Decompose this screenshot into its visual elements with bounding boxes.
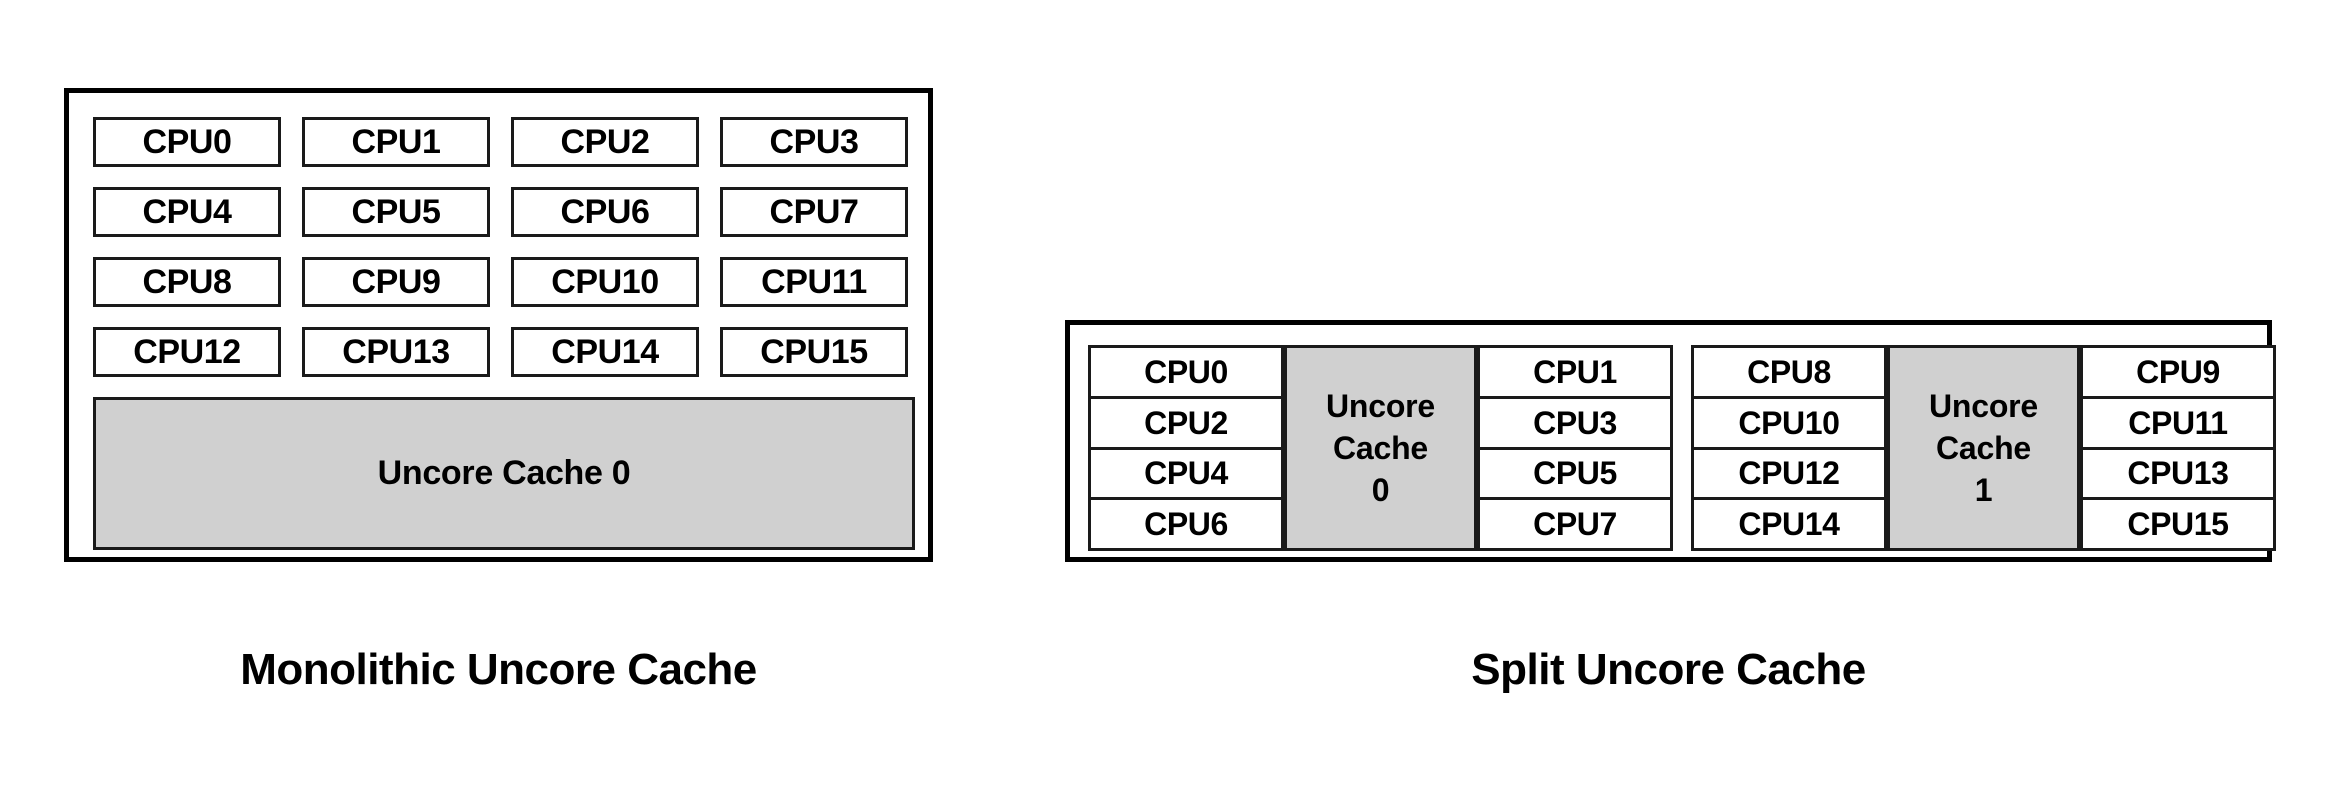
uncore-cache-label-line-2: Cache	[1935, 429, 2032, 466]
cpu-box: CPU14	[511, 327, 699, 377]
cpu-box: CPU9	[2080, 345, 2276, 399]
monolithic-socket-outline: CPU0 CPU1 CPU2 CPU3 CPU4 CPU5 CPU6 CPU7 …	[64, 88, 933, 562]
cluster-0-left-cpu-column: CPU0 CPU2 CPU4 CPU6	[1088, 345, 1284, 551]
split-uncore-cache-figure: CPU0 CPU2 CPU4 CPU6 Uncore Cache 0 CPU1 …	[1065, 320, 2276, 562]
cpu-box: CPU13	[302, 327, 490, 377]
cpu-box: CPU7	[1477, 497, 1673, 551]
cluster-0-right-cpu-column: CPU1 CPU3 CPU5 CPU7	[1477, 345, 1673, 551]
cpu-box: CPU4	[1088, 446, 1284, 501]
cpu-box: CPU0	[93, 117, 281, 167]
cpu-box: CPU0	[1088, 345, 1284, 399]
uncore-cache-box: Uncore Cache 0	[93, 397, 915, 550]
cpu-box: CPU5	[302, 187, 490, 237]
cpu-box: CPU6	[511, 187, 699, 237]
cpu-box: CPU15	[2080, 497, 2276, 551]
cpu-box: CPU12	[1691, 446, 1887, 501]
cpu-box: CPU7	[720, 187, 908, 237]
uncore-cache-box: Uncore Cache 0	[1284, 345, 1477, 551]
cpu-box: CPU15	[720, 327, 908, 377]
split-cluster-0: CPU0 CPU2 CPU4 CPU6 Uncore Cache 0 CPU1 …	[1088, 345, 1673, 551]
cpu-box: CPU13	[2080, 446, 2276, 501]
cpu-box: CPU9	[302, 257, 490, 307]
split-figure-caption: Split Uncore Cache	[1471, 645, 1866, 694]
cpu-box: CPU8	[1691, 345, 1887, 399]
cpu-box: CPU5	[1477, 446, 1673, 501]
cpu-box: CPU12	[93, 327, 281, 377]
cpu-box: CPU8	[93, 257, 281, 307]
cluster-1-right-cpu-column: CPU9 CPU11 CPU13 CPU15	[2080, 345, 2276, 551]
cpu-box: CPU3	[720, 117, 908, 167]
cpu-box: CPU2	[511, 117, 699, 167]
cpu-box: CPU10	[1691, 395, 1887, 450]
cpu-box: CPU1	[302, 117, 490, 167]
uncore-cache-label-line-2: Cache	[1332, 429, 1429, 466]
uncore-cache-label-line-1: Uncore	[1928, 387, 2039, 424]
cpu-box: CPU10	[511, 257, 699, 307]
uncore-cache-label-line-1: Uncore	[1325, 387, 1436, 424]
cluster-1-left-cpu-column: CPU8 CPU10 CPU12 CPU14	[1691, 345, 1887, 551]
cpu-box: CPU6	[1088, 497, 1284, 551]
cpu-box: CPU3	[1477, 395, 1673, 450]
split-socket-outline: CPU0 CPU2 CPU4 CPU6 Uncore Cache 0 CPU1 …	[1065, 320, 2276, 562]
cpu-box: CPU11	[2080, 395, 2276, 450]
uncore-cache-index: 1	[1974, 472, 1993, 509]
uncore-cache-box: Uncore Cache 1	[1887, 345, 2080, 551]
cpu-box: CPU11	[720, 257, 908, 307]
cpu-box: CPU14	[1691, 497, 1887, 551]
cpu-box: CPU4	[93, 187, 281, 237]
split-cluster-1: CPU8 CPU10 CPU12 CPU14 Uncore Cache 1 CP…	[1691, 345, 2276, 551]
monolithic-figure-caption: Monolithic Uncore Cache	[240, 645, 757, 694]
cpu-box: CPU1	[1477, 345, 1673, 399]
monolithic-uncore-cache-figure: CPU0 CPU1 CPU2 CPU3 CPU4 CPU5 CPU6 CPU7 …	[64, 88, 933, 562]
monolithic-cpu-grid: CPU0 CPU1 CPU2 CPU3 CPU4 CPU5 CPU6 CPU7 …	[93, 117, 915, 387]
uncore-cache-index: 0	[1371, 472, 1390, 509]
cpu-box: CPU2	[1088, 395, 1284, 450]
